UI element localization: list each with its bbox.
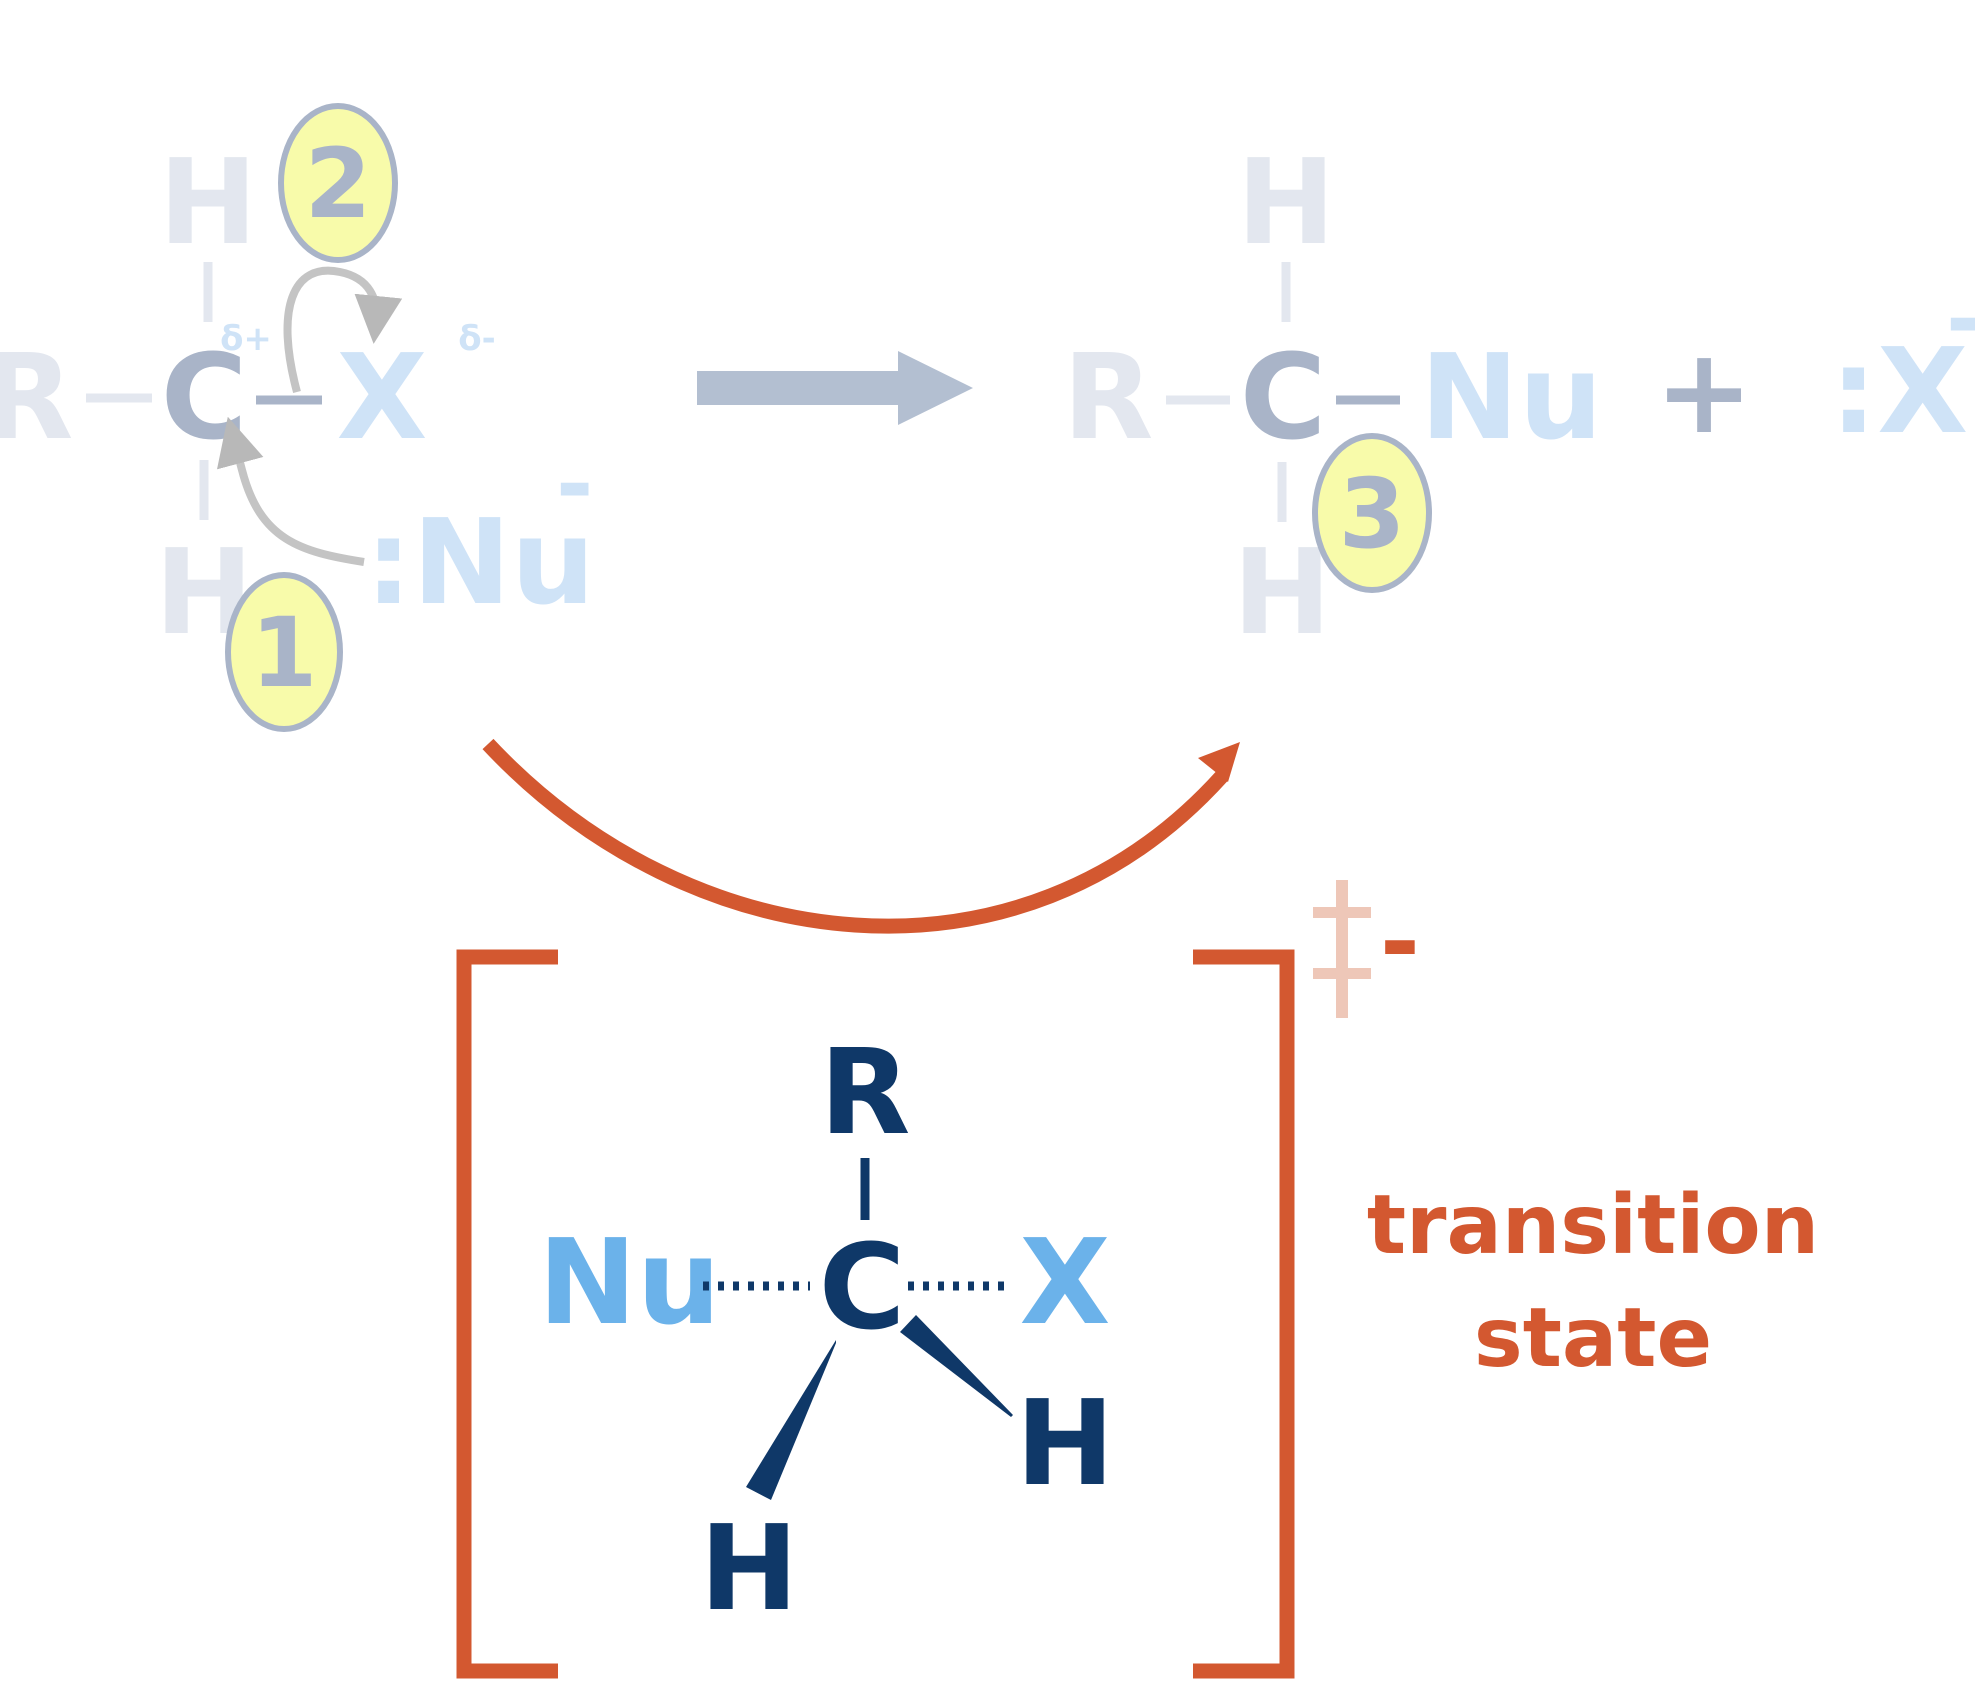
double-dagger-icon (1313, 880, 1371, 1018)
leaving-group-charge: - (1946, 267, 1975, 372)
ts-wedge-bond-left (746, 1340, 836, 1500)
delta-minus: δ- (458, 319, 495, 359)
transition-state-arrow (482, 738, 1240, 934)
reactant-r: R (0, 328, 73, 466)
nucleophile-charge: - (556, 432, 593, 537)
transition-state-charge: - (1380, 886, 1420, 998)
product-h-top: H (1237, 133, 1336, 271)
reactant-h-top: H (159, 133, 258, 271)
reactant-x: X (337, 328, 428, 466)
step-badge-2: 2 (278, 103, 398, 263)
ts-nu: Nu (538, 1213, 721, 1351)
step-number-1: 1 (251, 597, 318, 709)
label-line-1: transition (1367, 1178, 1819, 1273)
nucleophilic-attack-curved-arrow (216, 416, 365, 566)
step-number-3: 3 (1339, 458, 1406, 570)
product-plus: + (1655, 322, 1754, 460)
transition-state-structure: R C Nu X H H (538, 1023, 1114, 1637)
leaving-group: :X (1830, 322, 1968, 460)
step-badge-1: 1 (225, 572, 343, 732)
ts-wedge-bond-right (900, 1315, 1013, 1417)
product-c: C (1240, 328, 1327, 466)
ts-h-right: H (1016, 1374, 1115, 1512)
bond-breaking-curved-arrow (283, 266, 403, 394)
left-bracket (456, 949, 558, 1679)
ts-r: R (820, 1023, 911, 1161)
product-r: R (1063, 328, 1154, 466)
label-line-2: state (1474, 1291, 1712, 1386)
ts-h-left: H (700, 1499, 799, 1637)
step-number-2: 2 (305, 128, 372, 240)
product-molecule: H R C Nu H + :X - (1063, 133, 1975, 661)
nucleophile: :Nu (365, 493, 595, 631)
ts-x: X (1020, 1213, 1111, 1351)
delta-plus: δ+ (220, 319, 272, 359)
ts-c: C (819, 1218, 906, 1356)
step-badge-3: 3 (1312, 433, 1432, 593)
product-h-bottom: H (1233, 523, 1332, 661)
reactant-molecule: H R C X δ+ δ- H :Nu - (0, 133, 595, 661)
product-nu: Nu (1420, 328, 1603, 466)
right-bracket (1193, 949, 1295, 1679)
transition-state-label: transition state (1367, 1178, 1819, 1386)
reaction-arrow (697, 351, 973, 425)
